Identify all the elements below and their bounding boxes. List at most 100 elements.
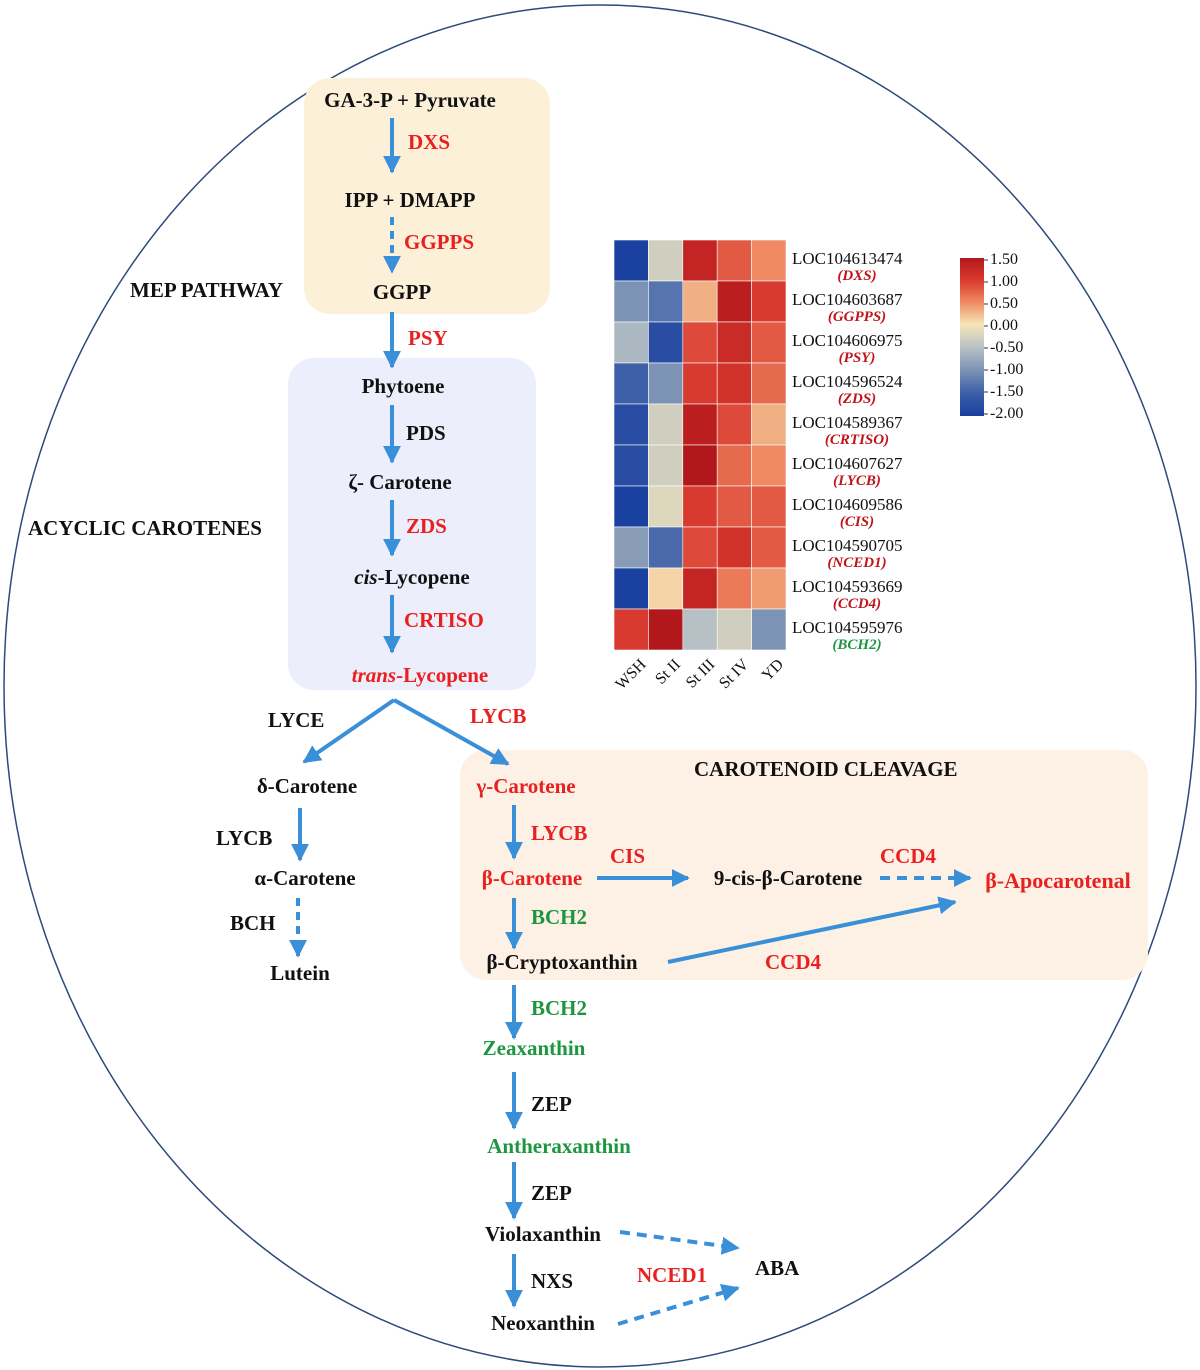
heatmap [613, 239, 787, 651]
heatmap-cell [682, 526, 718, 569]
heatmap-cell [648, 526, 684, 569]
phytoene: Phytoene [361, 374, 445, 398]
antheraxanthin: Antheraxanthin [487, 1134, 631, 1158]
heatmap-row-locus: LOC104607627 [792, 454, 903, 473]
beta-cryptoxanthin: β-Cryptoxanthin [486, 950, 638, 974]
heatmap-row-gene: (PSY) [838, 350, 876, 366]
violaxanthin: Violaxanthin [485, 1222, 601, 1246]
heatmap-cell [716, 526, 752, 569]
heatmap-cell [716, 485, 752, 528]
heatmap-cell [613, 608, 649, 651]
trans-suffix: -Lycopene [396, 663, 489, 687]
heatmap-cell [716, 403, 752, 446]
heatmap-cell [751, 403, 787, 446]
heatmap-cell [682, 567, 718, 610]
heatmap-cell [648, 403, 684, 446]
enzyme-cis: CIS [610, 844, 646, 868]
heatmap-cell [648, 239, 684, 282]
heatmap-cell [716, 567, 752, 610]
heatmap-cell [613, 239, 649, 282]
cis-lycopene: cis-Lycopene [354, 567, 470, 588]
heatmap-cell [751, 362, 787, 405]
heatmap-row-gene: (CCD4) [832, 596, 882, 612]
mep-pathway-label: MEP PATHWAY [130, 278, 284, 302]
color-scale-label: -2.00 [990, 405, 1024, 422]
enzyme-bch2-b: BCH2 [531, 996, 588, 1020]
enzyme-ggpps: GGPPS [404, 230, 475, 254]
aba: ABA [755, 1256, 800, 1280]
enzyme-dxs: DXS [408, 130, 451, 154]
heatmap-row-locus: LOC104596524 [792, 372, 903, 391]
acyclic-carotenes-label: ACYCLIC CAROTENES [28, 516, 262, 540]
color-scale-label: -1.50 [990, 383, 1024, 400]
lutein: Lutein [270, 961, 330, 985]
heatmap-row-locus: LOC104606975 [792, 331, 903, 350]
heatmap-cell [682, 444, 718, 487]
heatmap-cell [751, 567, 787, 610]
color-scale-bar [960, 258, 984, 416]
color-scale-label: 0.00 [990, 317, 1018, 334]
enzyme-lycb-split: LYCB [470, 704, 527, 728]
color-scale-label: 0.50 [990, 295, 1018, 312]
enzyme-nced1: NCED1 [637, 1263, 708, 1287]
heatmap-cell [751, 444, 787, 487]
enzyme-zep-b: ZEP [531, 1181, 572, 1205]
heatmap-cell [648, 485, 684, 528]
heatmap-cell [716, 608, 752, 651]
heatmap-cell [751, 608, 787, 651]
color-scale-label: -1.00 [990, 361, 1024, 378]
color-scale-label: 1.00 [990, 273, 1018, 290]
acyclic-region [288, 358, 536, 690]
enzyme-zds: ZDS [406, 514, 447, 538]
heatmap-cell [716, 239, 752, 282]
enzyme-pds: PDS [406, 421, 446, 445]
enzyme-lycb-right: LYCB [531, 821, 588, 845]
heatmap-row-gene: (DXS) [837, 268, 877, 284]
heatmap-cell [613, 485, 649, 528]
heatmap-cell [751, 526, 787, 569]
heatmap-cell [648, 567, 684, 610]
heatmap-row-locus: LOC104603687 [792, 290, 903, 309]
enzyme-ccd4-bottom: CCD4 [765, 950, 821, 974]
trans-prefix: trans [351, 663, 397, 687]
enzyme-nxs: NXS [531, 1269, 574, 1293]
color-scale-label: -0.50 [990, 339, 1024, 356]
arrow-lyce [302, 698, 396, 764]
enzyme-lyce: LYCE [268, 708, 325, 732]
heatmap-cell [682, 608, 718, 651]
heatmap-row-locus: LOC104609586 [792, 495, 903, 514]
enzyme-crtiso: CRTISO [404, 608, 484, 632]
heatmap-row-locus: LOC104589367 [792, 413, 903, 432]
heatmap-row-gene: (LYCB) [833, 473, 881, 489]
heatmap-row-locus: LOC104593669 [792, 577, 903, 596]
heatmap-cell [648, 280, 684, 323]
heatmap-cell [682, 321, 718, 364]
enzyme-psy: PSY [408, 326, 448, 350]
alpha-carotene: α-Carotene [254, 866, 356, 890]
enzyme-zep-a: ZEP [531, 1092, 572, 1116]
heatmap-row-locus: LOC104613474 [792, 249, 903, 268]
heatmap-row-gene: (ZDS) [837, 391, 877, 407]
heatmap-cell [716, 362, 752, 405]
enzyme-ccd4-top: CCD4 [880, 844, 936, 868]
ga3p-pyruvate: GA-3-P + Pyruvate [324, 88, 496, 112]
enzyme-bch: BCH [230, 911, 276, 935]
heatmap-cell [613, 444, 649, 487]
arrow-ccd4-bottom [667, 896, 957, 964]
heatmap-cell [613, 567, 649, 610]
heatmap-cell [682, 403, 718, 446]
heatmap-cell [613, 403, 649, 446]
heatmap-row-gene: (NCED1) [827, 555, 887, 571]
heatmap-row-gene: (CIS) [839, 514, 875, 530]
carotenoid-cleavage-label: CAROTENOID CLEAVAGE [694, 757, 958, 781]
nine-cis-beta-carotene: 9-cis-β-Carotene [713, 866, 863, 890]
mep-region [304, 78, 550, 314]
trans-lycopene: trans-Lycopene [352, 665, 489, 686]
heatmap-row-gene: (CRTISO) [824, 432, 890, 448]
cleavage-region [460, 750, 1148, 980]
neoxanthin: Neoxanthin [491, 1311, 595, 1335]
heatmap-row-gene: (BCH2) [832, 637, 882, 653]
beta-carotene: β-Carotene [481, 866, 583, 890]
cis-prefix: cis [354, 565, 378, 589]
